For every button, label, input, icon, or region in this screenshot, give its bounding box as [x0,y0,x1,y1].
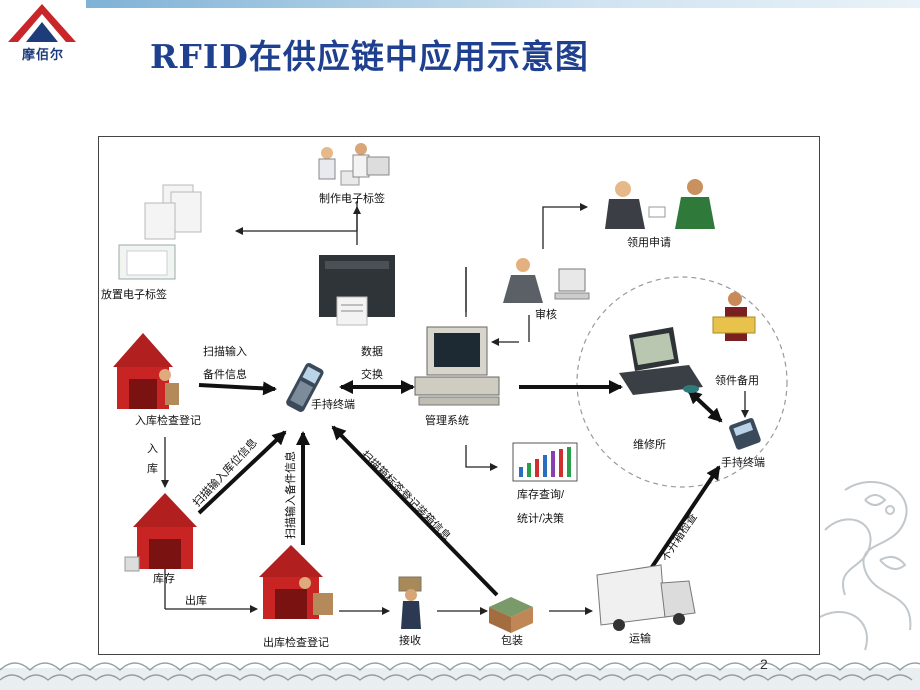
top-accent-bar [86,0,920,8]
label-outbound: 出库 [185,595,207,607]
management-computer-icon [414,326,500,406]
company-logo: 摩佰尔 [0,0,84,70]
label-repair-shop: 维修所 [633,439,666,451]
label-data-exchange-1: 数据 [361,346,383,358]
logo-mountain-icon [8,4,76,42]
label-make-tag: 制作电子标签 [319,193,385,205]
delivery-truck-icon [596,564,696,631]
label-apply: 领用申请 [627,237,671,249]
label-package: 包装 [501,635,523,647]
application-illustration-icon [605,179,715,229]
label-inventory-query-2: 统计/决策 [517,513,565,525]
label-place-tag: 放置电子标签 [101,289,167,301]
inbound-warehouse-icon [113,333,179,409]
slide-title: RFID在供应链中应用示意图 [150,37,589,76]
label-scan-parts: 扫描输入备件信息 [285,451,297,539]
label-handheld: 手持终端 [311,399,355,411]
label-transport: 运输 [629,633,651,645]
label-parts-spare: 领件备用 [715,375,759,387]
label-inbound-1: 入 [147,443,158,455]
repair-laptop-icon [619,327,703,395]
repair-handheld-icon [729,418,761,450]
handheld-terminal-icon [286,362,324,412]
inventory-chart-icon [512,442,578,482]
label-scan-input-1: 扫描输入 [203,346,247,358]
label-receive: 接收 [399,635,421,647]
wave-border-decoration [0,662,920,690]
repair-shop-boundary [576,276,788,488]
tag-makers-illustration-icon [318,143,390,186]
label-data-exchange-2: 交换 [361,369,383,381]
slide-number: 2 [760,656,768,672]
label-scan-input-2: 备件信息 [203,369,247,381]
dragon-decoration-icon [814,480,912,651]
stock-warehouse-icon [124,493,197,572]
label-inbound-2: 库 [147,463,158,475]
outbound-warehouse-icon [259,545,333,619]
label-outbound-check: 出库检查登记 [263,637,329,649]
parts-worker-illustration-icon [712,292,756,341]
label-management: 管理系统 [425,415,469,427]
label-inventory-query-1: 库存查询/ [517,489,565,501]
receiving-worker-icon [398,576,422,629]
rfid-printer-icon [319,255,395,326]
package-box-icon [489,597,533,633]
diagram-graphics [113,143,788,633]
label-review: 审核 [535,309,557,321]
label-stock: 库存 [153,573,175,585]
label-inbound-check: 入库检查登记 [135,415,201,427]
reviewer-illustration-icon [503,258,590,303]
label-repair-handheld: 手持终端 [721,457,765,469]
logo-text: 摩佰尔 [21,48,64,63]
tag-sheets-icon [118,184,202,280]
rfid-supply-chain-diagram: 制作电子标签 放置电子标签 领用申请 审核 入库检查登记 手持终端 管理系统 数… [98,136,820,655]
